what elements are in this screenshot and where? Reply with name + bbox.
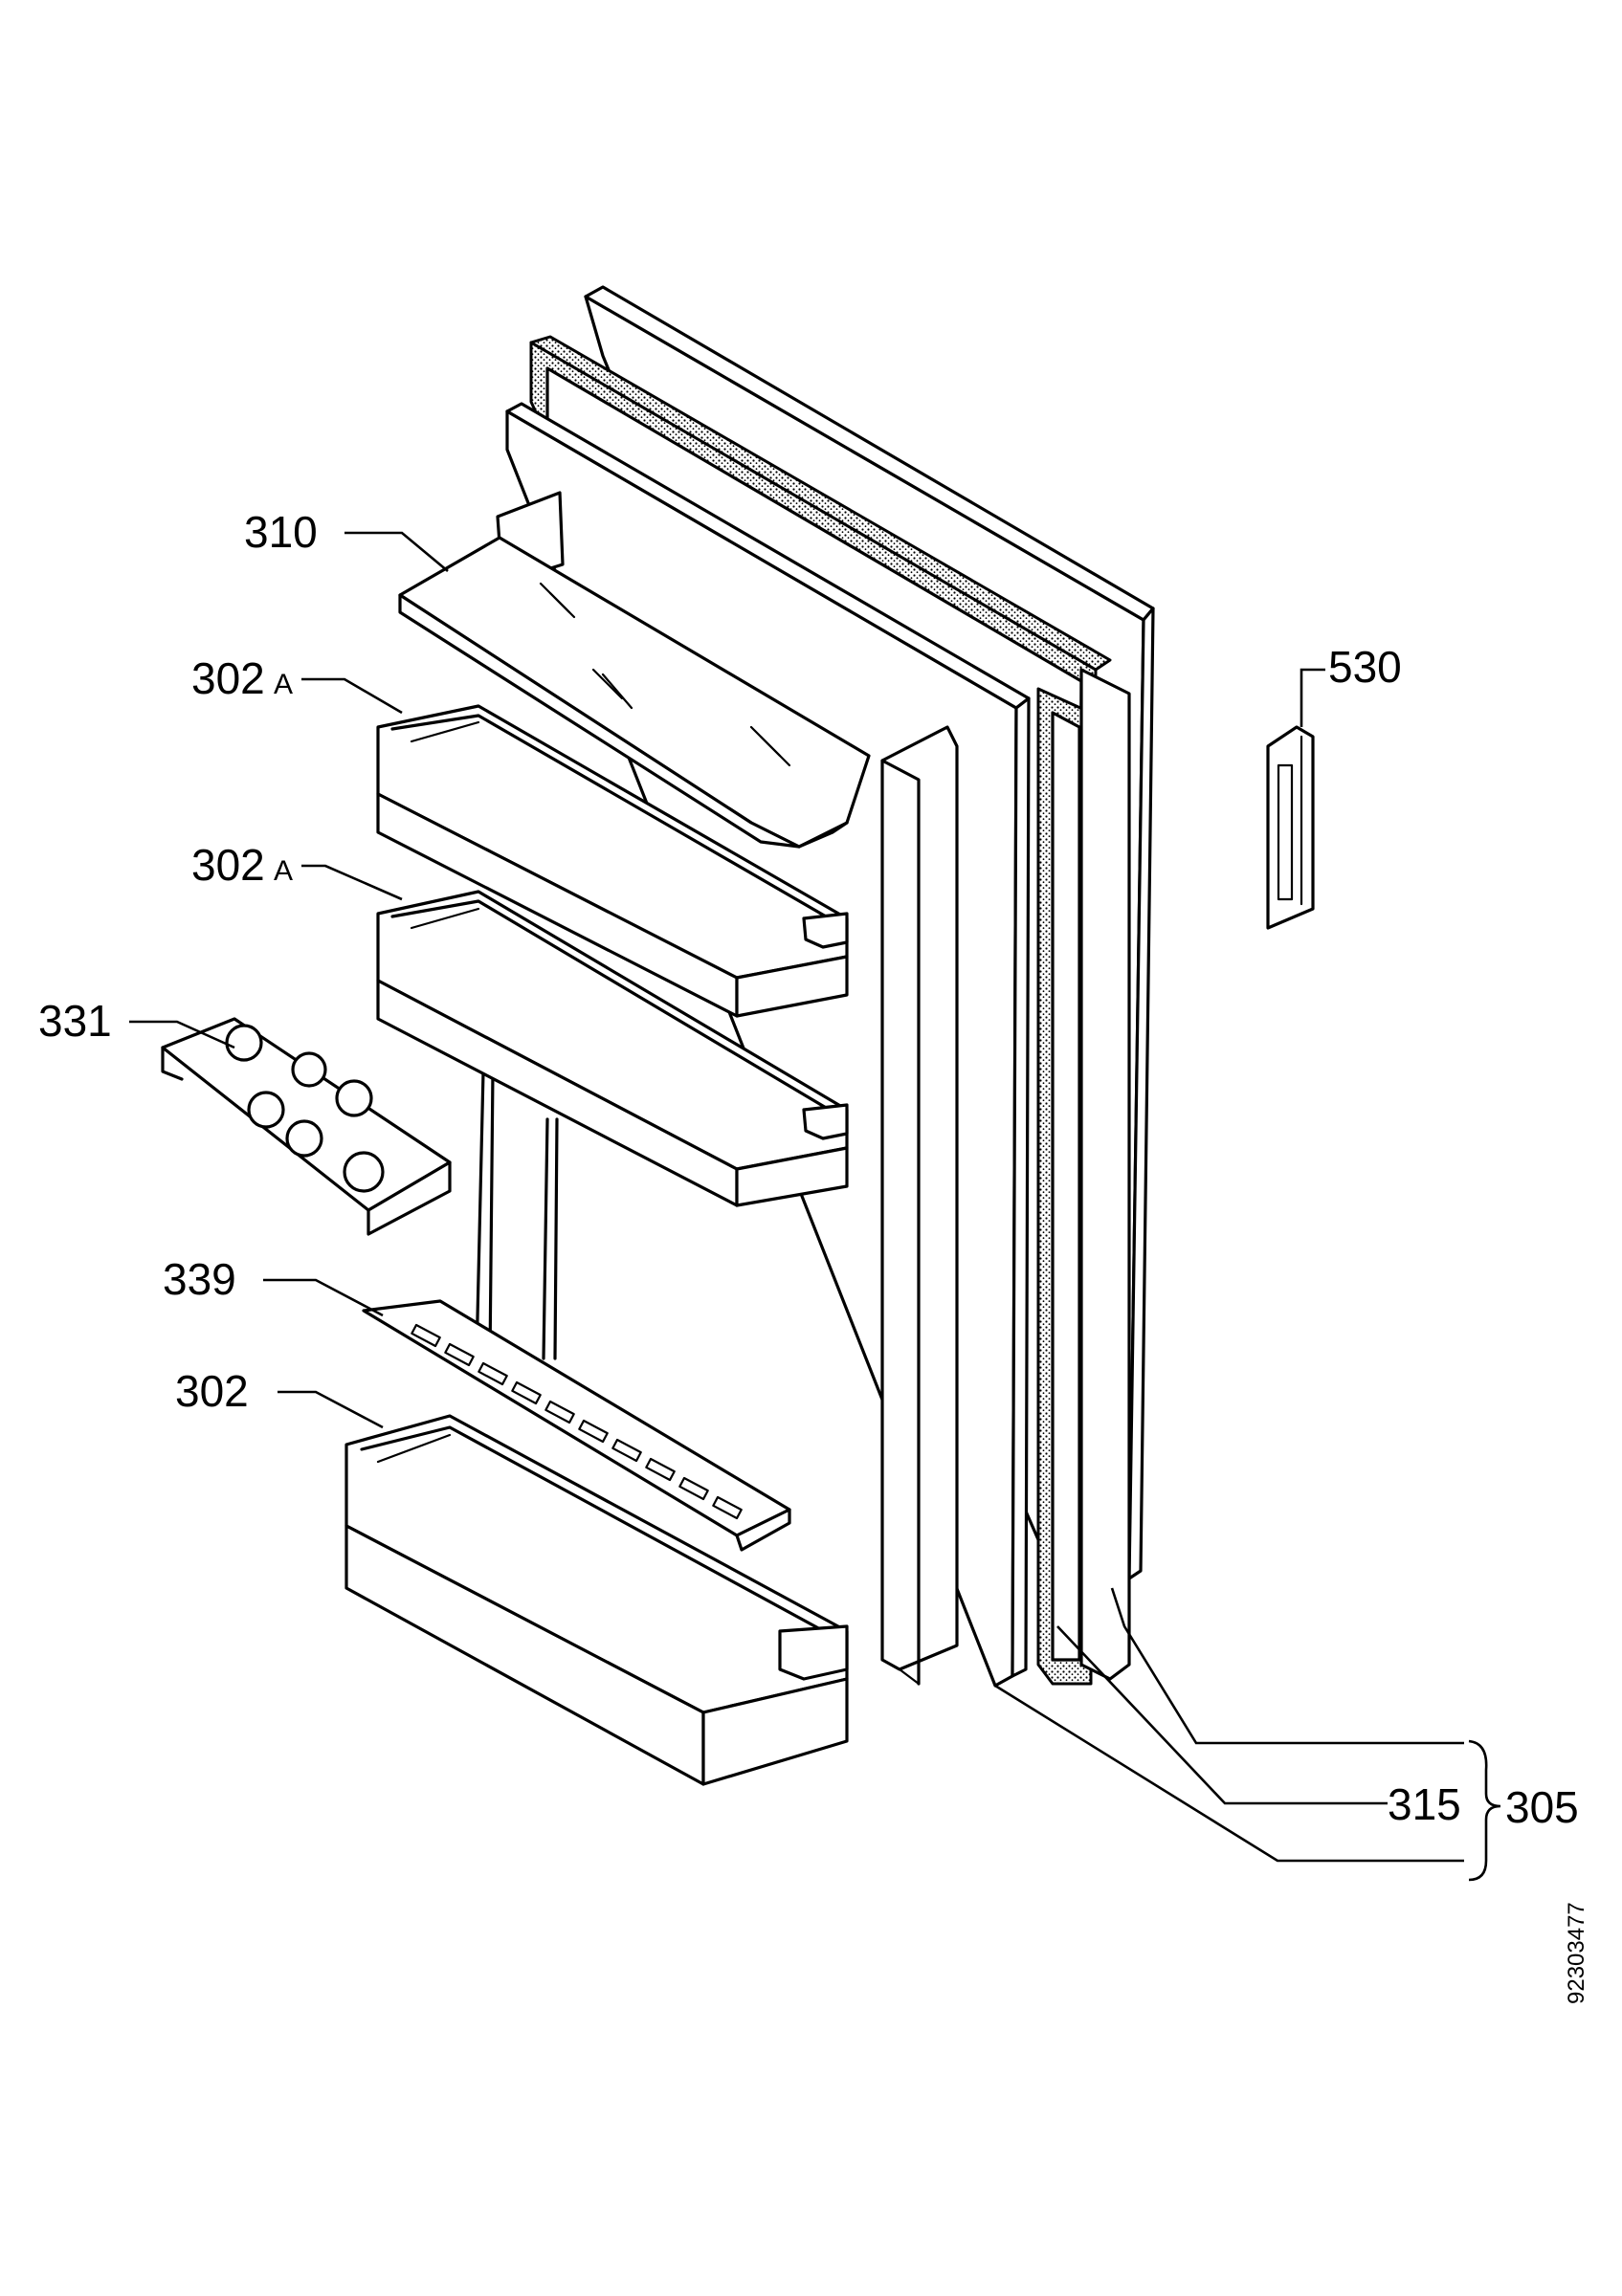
door-bin-302 — [344, 1414, 849, 1786]
bottle-rack-339 — [362, 1299, 791, 1552]
door-bin-302a-upper — [376, 704, 849, 1018]
label-302a-upper: 302 — [191, 653, 265, 703]
label-305: 305 — [1505, 1782, 1579, 1832]
door-bin-302a-lower — [376, 890, 849, 1207]
rack-slots — [411, 1323, 743, 1520]
part-labels: 310 302 A 302 A 331 339 302 530 315 305 … — [38, 507, 1589, 2004]
label-302a-upper-suffix: A — [274, 669, 293, 700]
leader-lines — [129, 531, 1501, 1882]
drawing-code: 92303477 — [1564, 1902, 1589, 2004]
label-315: 315 — [1388, 1779, 1461, 1829]
door-gasket — [1036, 668, 1131, 1686]
label-302a-lower-suffix: A — [274, 855, 293, 887]
label-530: 530 — [1328, 642, 1402, 692]
label-310: 310 — [244, 507, 318, 557]
label-302: 302 — [175, 1366, 249, 1416]
door-side-strip — [880, 725, 959, 1686]
egg-tray-331 — [161, 1017, 452, 1236]
latch-530 — [1266, 725, 1315, 930]
label-331: 331 — [38, 996, 112, 1046]
shelf-310 — [398, 536, 871, 849]
label-302a-lower: 302 — [191, 840, 265, 890]
label-339: 339 — [163, 1254, 236, 1304]
